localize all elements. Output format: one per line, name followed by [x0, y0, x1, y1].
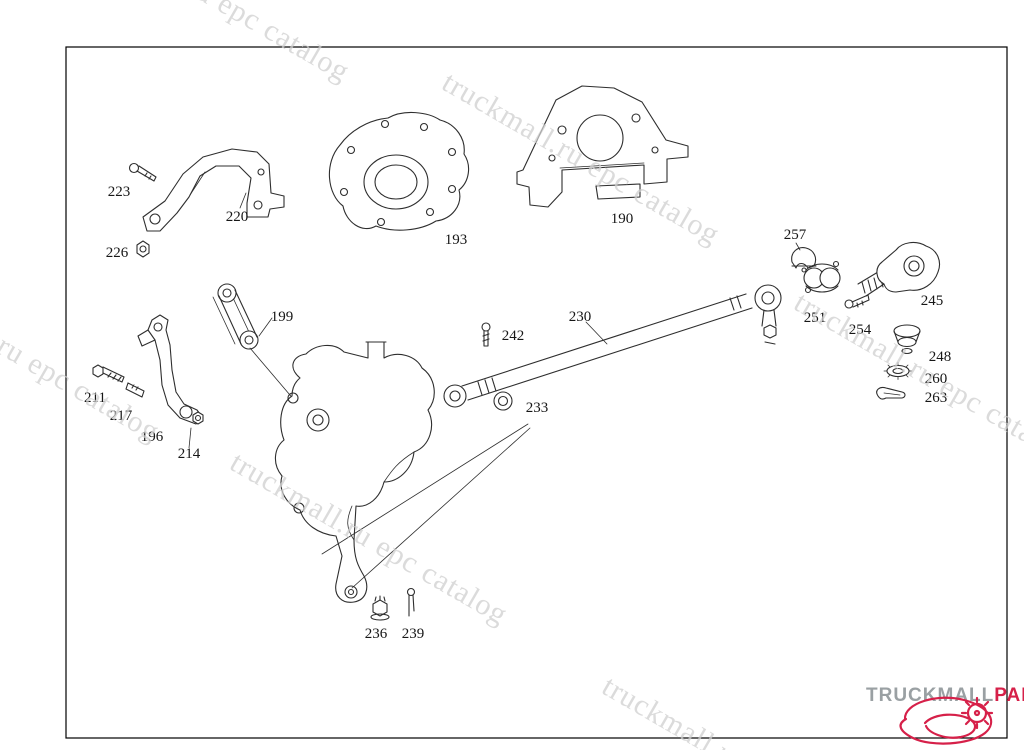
part-label-199: 199 — [271, 309, 294, 325]
logo-text-primary: TRUCKMALL — [866, 685, 994, 706]
logo-text: TRUCKMALLPARTS — [866, 685, 1024, 706]
part-label-230: 230 — [569, 309, 592, 325]
part-label-254: 254 — [849, 322, 872, 338]
part-pin-217 — [125, 382, 145, 398]
part-label-263: 263 — [925, 390, 948, 406]
part-bracket-220 — [142, 148, 285, 232]
line-art-layer — [92, 85, 941, 621]
part-bolt-211 — [92, 364, 125, 383]
part-label-242: 242 — [502, 328, 525, 344]
part-clamp-257 — [791, 242, 817, 273]
part-bushing-233 — [493, 391, 513, 411]
part-steering-gearbox — [274, 341, 531, 603]
part-cover-193 — [328, 112, 470, 231]
part-label-260: 260 — [925, 371, 948, 387]
part-boot-248 — [893, 324, 921, 355]
part-washers-214 — [179, 405, 204, 449]
part-washer-260 — [883, 362, 913, 380]
part-label-214: 214 — [178, 446, 201, 462]
part-nut-226 — [136, 240, 150, 258]
part-label-193: 193 — [445, 232, 468, 248]
part-label-239: 239 — [402, 626, 425, 642]
part-label-196: 196 — [141, 429, 164, 445]
part-label-257: 257 — [784, 227, 807, 243]
part-label-226: 226 — [106, 245, 129, 261]
part-nut-236 — [370, 595, 390, 621]
part-label-217: 217 — [110, 408, 133, 424]
part-label-245: 245 — [921, 293, 944, 309]
logo-swirl-icon — [899, 696, 994, 745]
part-label-220: 220 — [226, 209, 249, 225]
part-tie-rod-end-245 — [857, 241, 941, 297]
part-label-236: 236 — [365, 626, 388, 642]
part-cotter-pin-239 — [406, 587, 416, 617]
part-bolt-242 — [481, 322, 491, 347]
part-clamp-251 — [803, 260, 841, 294]
part-bolt-223 — [128, 162, 157, 182]
part-bolt-254 — [844, 294, 870, 309]
logo: TRUCKMALLPARTS — [866, 685, 1024, 745]
part-labels-layer: 223 220 226 193 190 257 199 242 230 251 245 254 248 2… — [84, 184, 951, 642]
part-bracket-190 — [516, 85, 689, 208]
part-label-233: 233 — [526, 400, 549, 416]
part-label-190: 190 — [611, 211, 634, 227]
part-link-199 — [212, 283, 319, 429]
part-label-251: 251 — [804, 310, 827, 326]
part-key-263 — [876, 386, 906, 400]
part-label-248: 248 — [929, 349, 952, 365]
part-drag-link-230 — [443, 284, 782, 408]
part-label-223: 223 — [108, 184, 131, 200]
part-label-211: 211 — [84, 390, 106, 406]
logo-text-accent: PARTS — [994, 685, 1024, 706]
